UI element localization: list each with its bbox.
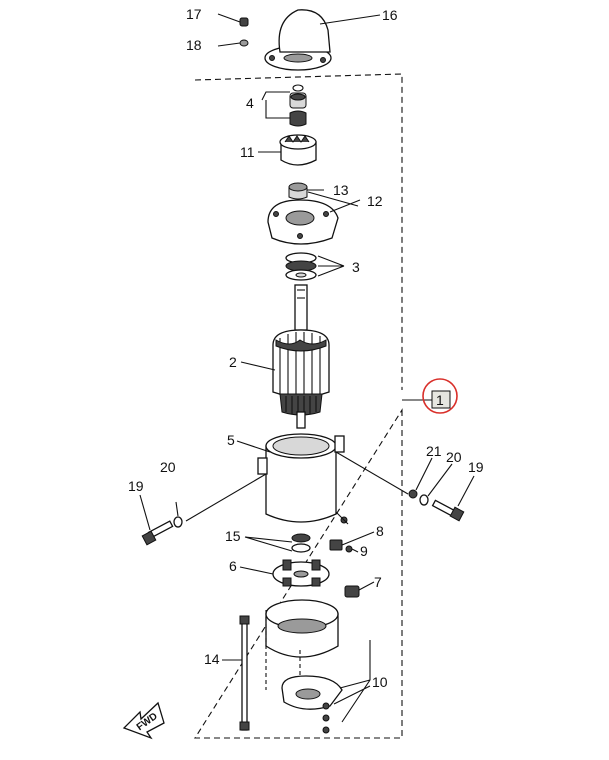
label-10: 10 (372, 674, 388, 690)
part-13-bushing (288, 182, 308, 200)
part-5-yoke (257, 433, 349, 525)
part-3-washers (285, 252, 317, 281)
label-20-left: 20 (160, 459, 176, 475)
part-12-upper-bracket (267, 199, 339, 245)
part-21-washer (408, 489, 418, 499)
part-18-washer (239, 39, 249, 47)
label-21: 21 (426, 443, 442, 459)
part-6-brush-plate (272, 559, 330, 587)
label-18: 18 (186, 37, 202, 53)
label-7: 7 (374, 574, 382, 590)
highlight-circle (422, 378, 458, 414)
part-20-washer-left (173, 516, 183, 528)
label-3: 3 (352, 259, 360, 275)
label-19-right: 19 (468, 459, 484, 475)
part-16-end-cap (264, 9, 332, 71)
part-10-lower-housing (265, 599, 343, 734)
label-1: 1 (436, 392, 444, 408)
label-13: 13 (333, 182, 349, 198)
label-14: 14 (204, 651, 220, 667)
label-2: 2 (229, 354, 237, 370)
part-9-screw (345, 545, 353, 553)
label-16: 16 (382, 7, 398, 23)
part-7-brush (344, 585, 360, 598)
part-labels: 17 16 18 4 11 13 12 3 2 1 5 21 20 20 19 … (128, 6, 484, 690)
part-17-bolt (239, 17, 249, 27)
part-20-washer-right (419, 494, 429, 506)
label-20-right: 20 (446, 449, 462, 465)
label-9: 9 (360, 543, 368, 559)
label-6: 6 (229, 558, 237, 574)
part-1-tag (402, 390, 451, 409)
part-19-bolt-left (141, 520, 174, 546)
part-4-stopper (289, 84, 307, 127)
part-2-armature (272, 284, 330, 429)
part-14-through-bolt (239, 615, 250, 731)
label-8: 8 (376, 523, 384, 539)
label-11: 11 (240, 144, 255, 160)
label-17: 17 (186, 6, 202, 22)
label-5: 5 (227, 432, 235, 448)
fwd-arrow: FWD (122, 701, 165, 740)
label-15: 15 (225, 528, 241, 544)
label-12: 12 (367, 193, 383, 209)
label-19-left: 19 (128, 478, 144, 494)
leader-lines (139, 13, 475, 723)
part-15-brush-pair (291, 533, 311, 553)
part-19-bolt-right (431, 499, 465, 522)
part-11-pinion (279, 134, 317, 166)
assembly-boundary (194, 73, 403, 739)
label-4: 4 (246, 95, 254, 111)
part-8-brush-holder (329, 539, 343, 551)
